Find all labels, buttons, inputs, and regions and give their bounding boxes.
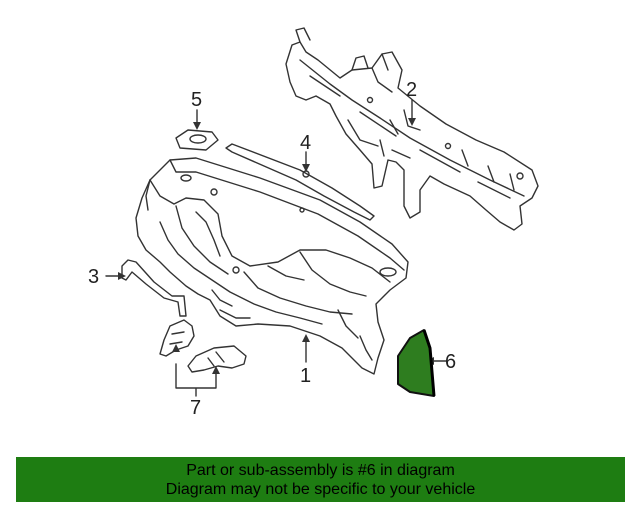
speaker-cover <box>175 129 219 151</box>
info-banner: Part or sub-assembly is #6 in diagram Di… <box>16 457 625 502</box>
leader-lines <box>105 99 447 397</box>
lower-cover-left <box>159 319 195 357</box>
callout-1: 1 <box>300 365 311 387</box>
lower-cover-right <box>187 345 247 373</box>
callout-5: 5 <box>191 89 202 111</box>
parts-diagram: 5 2 4 3 1 6 7 <box>88 27 539 419</box>
callout-7: 7 <box>190 397 201 419</box>
callout-3: 3 <box>88 266 99 288</box>
callout-2: 2 <box>406 79 417 101</box>
banner-line-1: Part or sub-assembly is #6 in diagram <box>186 462 455 479</box>
callout-4: 4 <box>300 132 311 154</box>
callout-6: 6 <box>445 351 456 373</box>
highlighted-part-6 <box>397 329 436 397</box>
cross-car-beam <box>285 27 539 231</box>
instrument-panel <box>135 157 409 375</box>
banner-line-2: Diagram may not be specific to your vehi… <box>165 481 476 498</box>
side-trim-strip <box>121 259 187 317</box>
